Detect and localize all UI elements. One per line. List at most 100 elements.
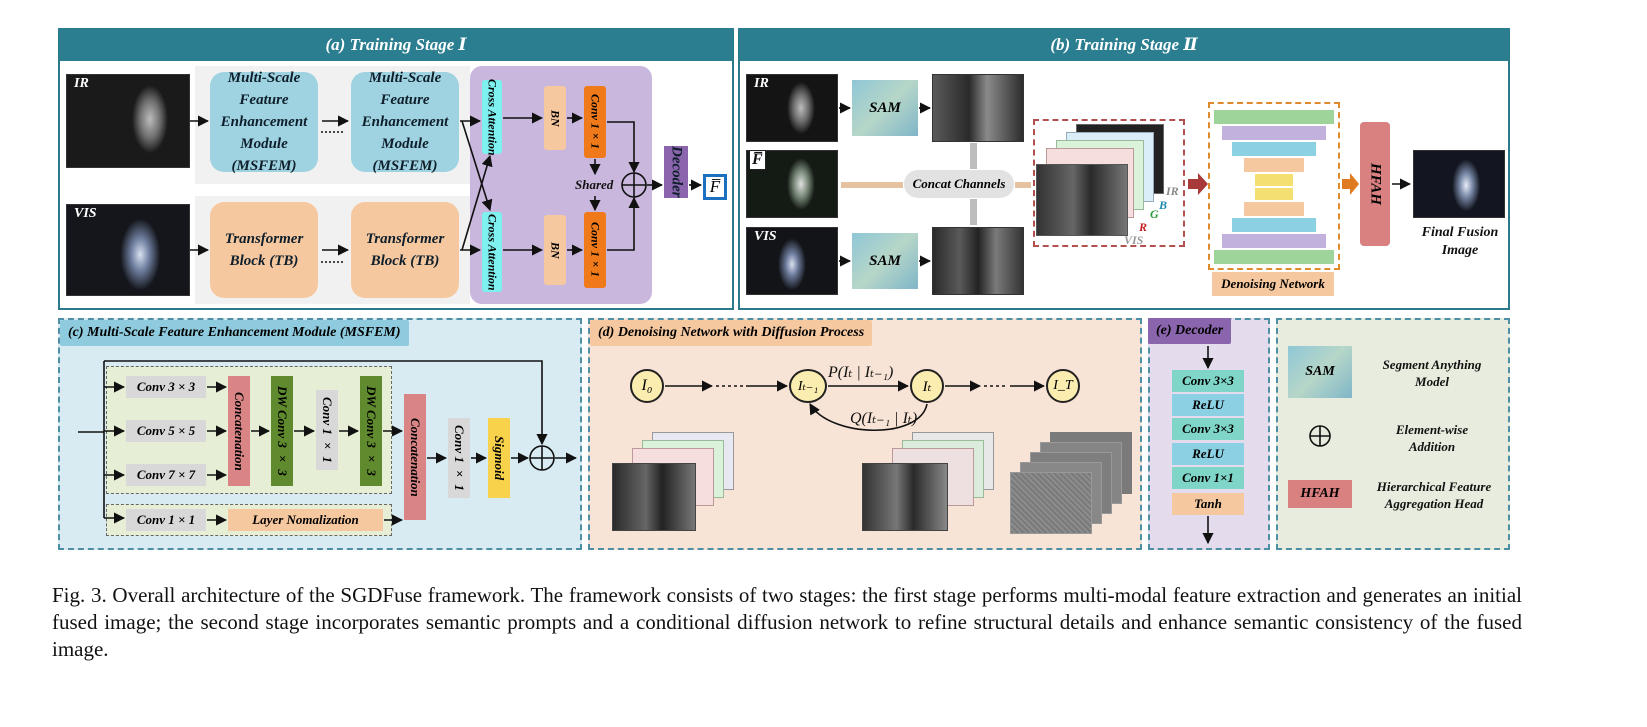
conv7-label: Conv 7 × 7 xyxy=(136,467,196,482)
decoder-layer-1-label: Conv 3×3 xyxy=(1182,373,1234,388)
transformer-block-2: Transformer Block (TB) xyxy=(351,202,459,298)
msfem-box-2: Multi-Scale Feature Enhancement Module (… xyxy=(351,70,459,174)
vis-input-image xyxy=(66,204,190,296)
initial-fused-output-symbol: F̅ xyxy=(709,177,721,196)
final-fusion-label: Final Fusion Image xyxy=(1421,225,1499,258)
bn-top: BN xyxy=(544,86,566,150)
node-it: Iₜ xyxy=(910,369,944,403)
conv5-label: Conv 5 × 5 xyxy=(136,423,196,438)
initial-fused-output: F̅ xyxy=(703,174,727,200)
noise-stack-layer-5 xyxy=(1010,472,1092,534)
conv7-box: Conv 7 × 7 xyxy=(126,464,206,486)
conv1x1-final-label: Conv 1 × 1 xyxy=(452,425,467,491)
denoise-layer-10 xyxy=(1214,250,1334,264)
sam-box-bottom-label: SAM xyxy=(869,252,901,269)
legend-hfah-text: Hierarchical Feature Aggregation Head xyxy=(1376,479,1492,511)
decoder-layer-3: Conv 3×3 xyxy=(1172,418,1244,440)
conv3-label: Conv 3 × 3 xyxy=(136,379,196,394)
final-fusion-image xyxy=(1413,150,1505,218)
concatenation-1: Concatenation xyxy=(228,376,250,486)
channel-label-g: G xyxy=(1150,207,1159,221)
decoder-layer-4-label: ReLU xyxy=(1192,446,1224,461)
legend-hfah-box: HFAH xyxy=(1288,480,1352,508)
channel-label-ir: IR xyxy=(1166,184,1179,198)
conv1x1-bottom-label: Conv 1×1 xyxy=(588,222,603,278)
clean-stack-layer-4 xyxy=(612,463,696,531)
dwconv-2: DW Conv 3 × 3 xyxy=(360,376,382,486)
node-it1-label: Iₜ₋₁ xyxy=(797,378,819,394)
stage2-vis-label: VIS xyxy=(754,229,777,244)
cross-attention-top: Cross Attention xyxy=(482,79,502,155)
sam-mask-bottom xyxy=(932,227,1024,295)
decoder-layer-6-label: Tanh xyxy=(1194,496,1222,511)
decoder-title: (e) Decoder xyxy=(1148,318,1232,344)
conv1x1-mid: Conv 1 × 1 xyxy=(316,390,338,470)
hfah-box: HFAH xyxy=(1360,122,1390,246)
channel-label-b: B xyxy=(1159,198,1168,212)
shared-label: Shared xyxy=(575,177,614,192)
conv5-box: Conv 5 × 5 xyxy=(126,420,206,442)
legend-sam-text: Segment Anything Model xyxy=(1382,357,1482,389)
channel-label-vis: VIS xyxy=(1124,233,1144,247)
sam-mask-top xyxy=(932,74,1024,142)
denoise-layer-7 xyxy=(1244,202,1304,216)
dwconv-2-label: DW Conv 3 × 3 xyxy=(364,386,379,476)
sam-box-top: SAM xyxy=(852,80,918,136)
bn-bottom: BN xyxy=(544,215,566,285)
dwconv-1: DW Conv 3 × 3 xyxy=(271,376,293,486)
denoise-layer-4 xyxy=(1244,158,1304,172)
layer-norm-label: Layer Nomalization xyxy=(252,512,359,527)
bn-bottom-label: BN xyxy=(548,241,563,259)
channel-layer-vis xyxy=(1036,164,1128,236)
concatenation-2-label: Concatenation xyxy=(408,417,423,497)
stage1-title: (a) Training Stage Ⅰ xyxy=(59,29,733,61)
node-i0: I₀ xyxy=(630,369,664,403)
denoising-network-label: Denoising Network xyxy=(1221,276,1325,291)
denoise-layer-3 xyxy=(1232,142,1316,156)
decoder-layer-5-label: Conv 1×1 xyxy=(1182,470,1234,485)
dwconv-1-label: DW Conv 3 × 3 xyxy=(275,386,290,476)
concatenation-1-label: Concatenation xyxy=(232,391,247,471)
node-iT: I_T xyxy=(1046,369,1080,403)
concat-channels-label: Concat Channels xyxy=(912,176,1006,191)
decoder-layer-5: Conv 1×1 xyxy=(1172,467,1244,489)
transformer-block-1: Transformer Block (TB) xyxy=(210,202,318,298)
denoise-layer-9 xyxy=(1222,234,1326,248)
msfem-box-1: Multi-Scale Feature Enhancement Module (… xyxy=(210,70,318,174)
legend-hfah-label: HFAH xyxy=(1300,486,1340,501)
sigmoid-label: Sigmoid xyxy=(492,435,507,481)
stage2-title: (b) Training Stage Ⅱ xyxy=(739,29,1509,61)
decoder-layer-4: ReLU xyxy=(1172,443,1244,465)
diffusion-title: (d) Denoising Network with Diffusion Pro… xyxy=(590,320,873,346)
legend-plus-icon xyxy=(1309,425,1331,447)
conv1-label: Conv 1 × 1 xyxy=(136,512,196,527)
stage2-f-label: F̅ xyxy=(749,150,766,170)
conv1-box: Conv 1 × 1 xyxy=(126,509,206,531)
channel-stack-frame xyxy=(1033,119,1185,247)
denoise-layer-1 xyxy=(1214,110,1334,124)
denoise-layer-8 xyxy=(1232,218,1316,232)
denoising-network-frame xyxy=(1208,102,1340,270)
conv1x1-top: Conv 1×1 xyxy=(584,86,606,158)
legend-plus-text: Element-wise Addition xyxy=(1395,422,1469,454)
decoder-box: Decoder xyxy=(664,146,688,198)
concat-channels: Concat Channels xyxy=(904,170,1014,198)
node-i0-label: I₀ xyxy=(641,377,653,394)
legend-sam-box: SAM xyxy=(1288,346,1352,398)
denoise-layer-5 xyxy=(1255,174,1293,186)
stage2-ir-image xyxy=(746,74,838,142)
forward-process-label: P(Iₜ | Iₜ₋₁) xyxy=(828,364,894,381)
conv3-box: Conv 3 × 3 xyxy=(126,376,206,398)
sam-box-bottom: SAM xyxy=(852,233,918,289)
denoising-network-label-box: Denoising Network xyxy=(1212,272,1334,296)
concatenation-2: Concatenation xyxy=(404,394,426,520)
decoder-box-label: Decoder xyxy=(668,146,685,198)
decoder-layer-3-label: Conv 3×3 xyxy=(1182,421,1234,436)
node-it1: Iₜ₋₁ xyxy=(789,369,827,403)
decoder-layer-2-label: ReLU xyxy=(1192,397,1224,412)
conv1x1-final: Conv 1 × 1 xyxy=(448,418,470,498)
decoder-layer-6: Tanh xyxy=(1172,493,1244,515)
sigmoid-box: Sigmoid xyxy=(488,418,510,498)
hfah-box-label: HFAH xyxy=(1367,163,1384,205)
cross-attention-bottom-label: Cross Attention xyxy=(485,213,500,291)
